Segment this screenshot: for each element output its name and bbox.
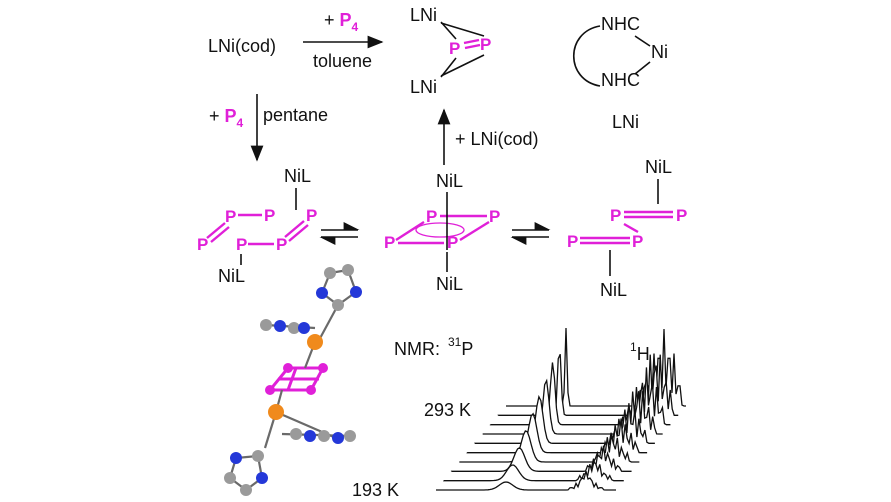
temp-high: 293 K xyxy=(424,400,471,420)
equilibrium-arrows-2 xyxy=(510,222,551,245)
svg-text:NiL: NiL xyxy=(284,166,311,186)
svg-text:P: P xyxy=(225,207,236,226)
nmr-spectra xyxy=(436,327,686,491)
ni2p2-product: LNi LNi P P xyxy=(410,5,491,97)
nmr-trace xyxy=(482,378,663,435)
svg-text:NiL: NiL xyxy=(218,266,245,286)
plus-lnicod: + LNi(cod) xyxy=(455,129,539,149)
p4-core-model xyxy=(266,366,326,392)
svg-text:P: P xyxy=(480,35,491,54)
svg-text:NMR:31P: NMR:31P xyxy=(394,335,473,359)
svg-text:NiL: NiL xyxy=(645,157,672,177)
p4-isomer-middle: NiL NiL P P P P xyxy=(384,171,500,294)
nmr-trace xyxy=(459,430,640,463)
svg-text:P: P xyxy=(264,206,275,225)
p4-reagent-top: + P4 xyxy=(324,10,359,34)
svg-text:P: P xyxy=(306,206,317,225)
svg-text:P: P xyxy=(447,233,458,252)
p4-isomer-left: NiL NiL P P P P P P xyxy=(197,166,317,286)
nhc-ligand-diagram: NHC NHC Ni LNi xyxy=(573,14,668,132)
svg-text:+ P4: + P4 xyxy=(324,10,359,34)
svg-text:+ P4: + P4 xyxy=(209,106,244,130)
ligand-caption: LNi xyxy=(612,112,639,132)
svg-text:P: P xyxy=(489,207,500,226)
p4-reagent-side: + P4 xyxy=(209,106,244,130)
nmr-trace xyxy=(443,461,624,482)
nmr-trace xyxy=(436,471,616,491)
temp-low: 193 K xyxy=(352,480,399,500)
svg-text:P: P xyxy=(676,206,687,225)
solvent-toluene: toluene xyxy=(313,51,372,71)
svg-text:NiL: NiL xyxy=(436,171,463,191)
nmr-trace xyxy=(474,394,655,444)
svg-text:NHC: NHC xyxy=(601,70,640,90)
svg-text:LNi: LNi xyxy=(410,5,437,25)
nmr-label: NMR:31P 1H xyxy=(394,335,650,364)
svg-text:P: P xyxy=(384,233,395,252)
svg-text:1H: 1H xyxy=(630,340,650,364)
svg-text:NHC: NHC xyxy=(601,14,640,34)
svg-text:P: P xyxy=(449,39,460,58)
svg-text:P: P xyxy=(567,232,578,251)
ni-atom-lower xyxy=(268,404,284,420)
crystal-structure-model xyxy=(224,264,362,496)
lnicod-start: LNi(cod) xyxy=(208,36,276,56)
svg-text:P: P xyxy=(426,207,437,226)
svg-text:NiL: NiL xyxy=(600,280,627,300)
svg-text:Ni: Ni xyxy=(651,42,668,62)
svg-text:P: P xyxy=(276,235,287,254)
svg-text:P: P xyxy=(236,235,247,254)
equilibrium-arrows-1 xyxy=(319,222,360,245)
svg-text:P: P xyxy=(197,235,208,254)
svg-text:P: P xyxy=(610,206,621,225)
solvent-pentane: pentane xyxy=(263,105,328,125)
svg-text:P: P xyxy=(632,232,643,251)
p4-isomer-right: NiL NiL P P P P xyxy=(567,157,687,300)
nmr-trace xyxy=(450,445,632,472)
nmr-trace xyxy=(466,412,648,454)
ni-atom-upper xyxy=(307,334,323,350)
svg-text:NiL: NiL xyxy=(436,274,463,294)
svg-text:LNi: LNi xyxy=(410,77,437,97)
